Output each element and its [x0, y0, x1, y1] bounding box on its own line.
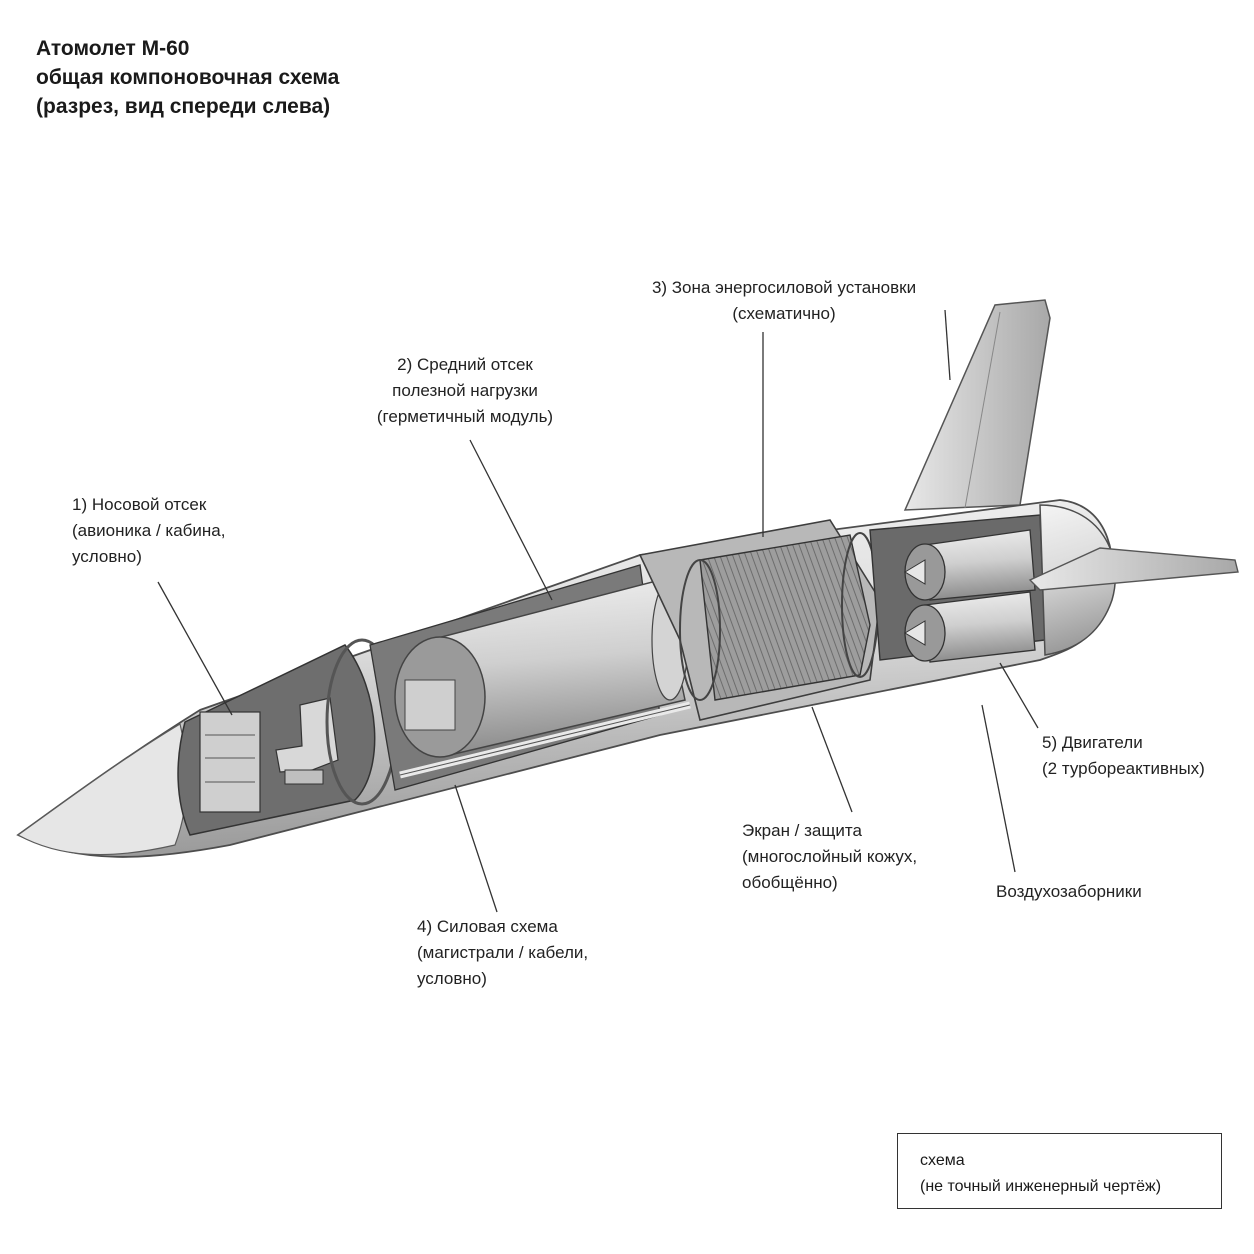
title-line-3: (разрез, вид спереди слева)	[36, 95, 331, 118]
nose-cone	[16, 723, 188, 856]
label-power-circuit: 4) Силовая схема (магистрали / кабели, у…	[417, 917, 589, 988]
label-air-intakes: Воздухозаборники	[996, 882, 1142, 901]
leader-shield	[811, 706, 853, 813]
leader-power-circuit	[454, 784, 498, 913]
leader-nose	[157, 581, 233, 716]
leader-intakes	[981, 704, 1016, 873]
disclaimer-box: схема (не точный инженерный чертёж)	[897, 1133, 1222, 1209]
label-nose-compartment: 1) Носовой отсек (авионика / кабина, усл…	[72, 495, 226, 566]
diagram-title: Атомолет М-60 общая компоновочная схема …	[36, 34, 339, 121]
avionics-rack	[199, 711, 261, 813]
power-plant-zone	[699, 534, 871, 701]
label-engines: 5) Двигатели (2 турбореактивных)	[1042, 733, 1205, 778]
disclaimer-line-1: схема	[920, 1152, 965, 1169]
title-line-2: общая компоновочная схема	[36, 66, 340, 89]
title-line-1: Атомолет М-60	[36, 37, 190, 60]
leader-engines	[999, 662, 1039, 729]
vertical-fin	[903, 299, 1051, 511]
leader-payload	[469, 439, 553, 601]
label-shield: Экран / защита (многослойный кожух, обоб…	[742, 821, 918, 892]
label-payload-compartment: 2) Средний отсек полезной нагрузки (герм…	[376, 355, 554, 426]
disclaimer-line-2: (не точный инженерный чертёж)	[920, 1178, 1162, 1195]
label-power-plant-zone: 3) Зона энергосиловой установки (схемати…	[651, 278, 917, 323]
horizontal-stabilizer	[1028, 547, 1239, 591]
